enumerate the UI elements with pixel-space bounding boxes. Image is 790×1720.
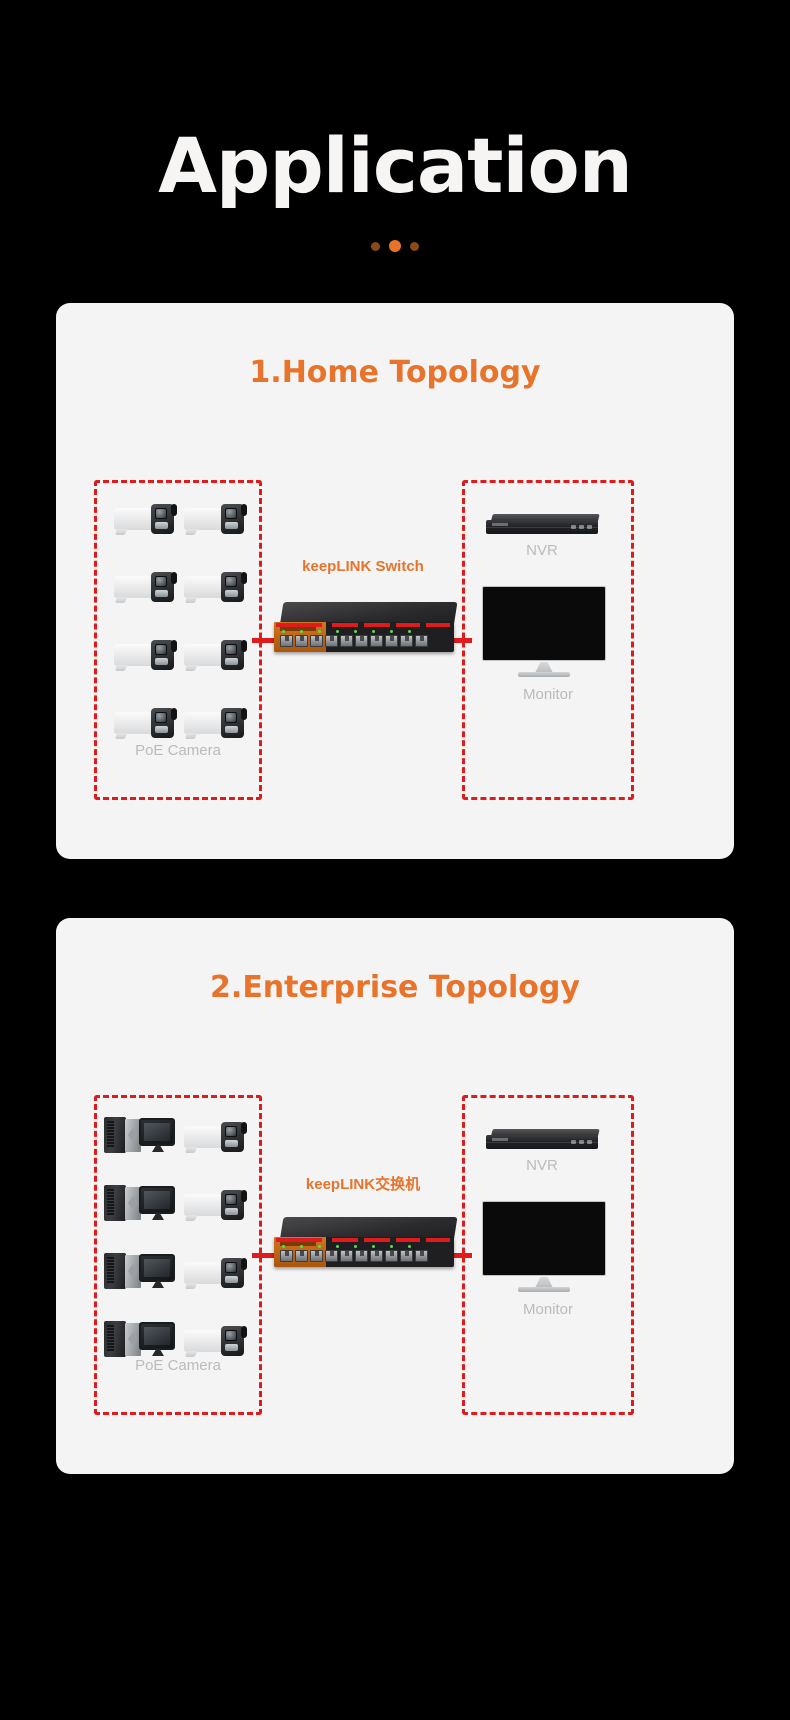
poe-camera-icon: [114, 502, 177, 536]
nvr-monitor-group-box: [462, 1095, 634, 1415]
monitor-device: [482, 1201, 606, 1293]
nvr-device: [486, 1129, 600, 1151]
network-switch-device: [274, 1217, 458, 1267]
topology-diagram-home: PoE Camera keepLINK Switch: [56, 390, 734, 810]
carousel-dot-3[interactable]: [410, 241, 419, 251]
poe-camera-icon: [114, 638, 177, 672]
nvr-label: NVR: [526, 542, 558, 559]
switch-label: keepLINK Switch: [302, 558, 424, 575]
pc-workstation-icon: [104, 1251, 176, 1291]
connector-right: [446, 638, 472, 643]
poe-camera-icon: [184, 1120, 247, 1154]
monitor-label: Monitor: [522, 686, 574, 703]
monitor-label: Monitor: [522, 1301, 574, 1318]
nvr-monitor-group-box: [462, 480, 634, 800]
poe-camera-label: PoE Camera: [135, 742, 221, 759]
poe-camera-icon: [184, 638, 247, 672]
nvr-label: NVR: [526, 1157, 558, 1174]
poe-camera-label: PoE Camera: [135, 1357, 221, 1374]
card-title-enterprise: 2.Enterprise Topology: [210, 970, 580, 1005]
topology-card-enterprise: 2.Enterprise Topology PoE Camera: [56, 918, 734, 1474]
connector-left: [252, 1253, 282, 1258]
poe-camera-icon: [114, 706, 177, 740]
poe-camera-icon: [184, 1188, 247, 1222]
page-header: Application: [0, 0, 790, 252]
network-switch-device: [274, 602, 458, 652]
page-title: Application: [158, 121, 633, 210]
card-title-home: 1.Home Topology: [249, 355, 541, 390]
poe-camera-icon: [184, 706, 247, 740]
poe-camera-icon: [114, 570, 177, 604]
switch-label: keepLINK交换机: [305, 1176, 421, 1193]
pc-workstation-icon: [104, 1115, 176, 1155]
poe-camera-icon: [184, 502, 247, 536]
poe-camera-icon: [184, 1256, 247, 1290]
carousel-dots[interactable]: [0, 240, 790, 252]
poe-camera-icon: [184, 1324, 247, 1358]
poe-camera-icon: [184, 570, 247, 604]
topology-diagram-enterprise: PoE Camera keepLINK交换机: [56, 1005, 734, 1425]
monitor-device: [482, 586, 606, 678]
pc-workstation-icon: [104, 1319, 176, 1359]
topology-card-home: 1.Home Topology PoE Camera: [56, 303, 734, 859]
connector-left: [252, 638, 282, 643]
connector-right: [446, 1253, 472, 1258]
nvr-device: [486, 514, 600, 536]
pc-workstation-icon: [104, 1183, 176, 1223]
carousel-dot-1[interactable]: [371, 241, 380, 251]
carousel-dot-2[interactable]: [389, 240, 401, 252]
